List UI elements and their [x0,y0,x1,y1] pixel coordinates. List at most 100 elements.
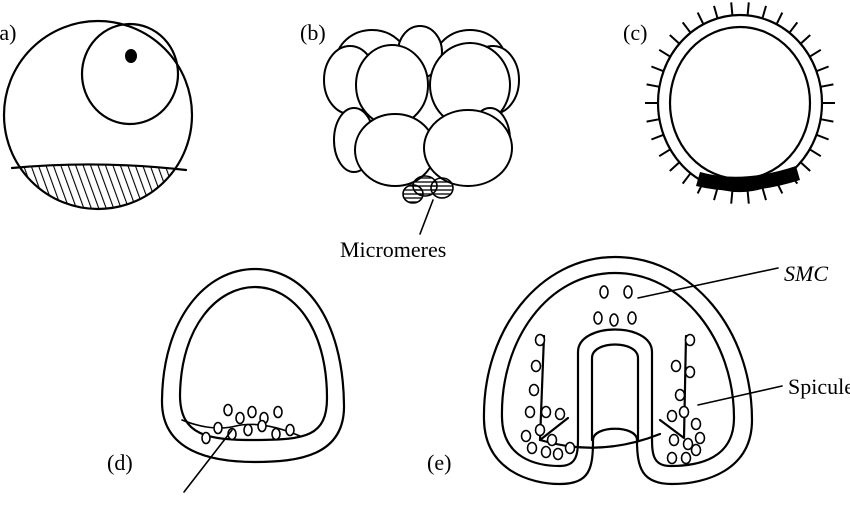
panel-c-blastula: (c) [623,2,835,204]
panel-b-label: (b) [300,20,326,45]
egg-membrane [2,19,194,211]
mesenchyme-cell [552,447,564,461]
mesenchyme-cell [546,433,558,447]
blastocoel-boundary [178,285,329,442]
cilium [646,118,660,123]
mesenchyme-cell [684,333,696,347]
cilium [651,133,664,141]
panel-e-gastrula: (e) SMC Spicule [427,255,850,486]
secondary-mesenchyme-cells [520,285,706,465]
cilium [761,187,767,201]
cilium [809,148,822,158]
cilium [799,34,811,45]
cilium [820,83,834,88]
mesenchyme-cell [564,441,576,455]
mesenchyme-cell [668,433,680,447]
panel-d-mesenchyme-blastula: (d) [107,267,346,493]
cilium [646,83,660,88]
cilium [816,133,829,141]
spicule-right [658,334,688,440]
smc-label: SMC [784,261,828,286]
mesenchyme-cell [666,409,678,423]
smc-cell [623,285,633,299]
cilium [669,161,681,172]
spicule-left [538,334,570,442]
cilium [651,65,664,73]
mesenchyme-pointer-line [183,429,233,493]
cilium [746,190,750,204]
gastrula-outer-wall [482,255,754,486]
smc-cell [593,311,603,325]
smc-cell [599,285,609,299]
mesenchyme-cell [201,431,211,445]
micromere [430,177,454,199]
cilium [788,172,799,185]
mesenchyme-cell [243,423,253,437]
blastocoel-boundary [500,271,736,468]
blastula-outer-wall [656,13,824,193]
mesenchyme-cell [670,359,682,373]
mesenchyme-cell [690,443,702,457]
nucleolus [125,49,137,63]
primary-mesenchyme-cells [201,403,295,445]
cilium [788,21,799,34]
macromere [423,109,513,187]
mesenchyme-cell [530,359,542,373]
macromere [354,113,436,187]
cilium [681,21,692,34]
panel-b-16-cell-embryo: (b) Micromeres [300,20,520,262]
mesenchyme-cell [273,405,283,419]
micromeres-pointer-line [419,199,434,235]
cilium [713,5,719,19]
mesenchyme-cell [235,411,245,425]
mesenchyme-cell [684,365,696,379]
mesenchyme-cell [223,403,233,417]
cilium [681,172,692,185]
cilium [775,181,784,194]
archenteron [590,343,640,442]
blastocoel-boundary [668,25,812,181]
cilium [820,118,834,123]
cilium [696,12,705,25]
mesenchyme-cell [213,421,223,435]
panel-a-egg: (a) [0,19,194,211]
spicule-label: Spicule [788,374,850,399]
cilium [761,5,767,19]
cilium [658,148,671,158]
mesenchyme-cell [540,445,552,459]
panel-a-label: (a) [0,20,16,45]
mesenchyme-cell [680,451,692,465]
cilium [799,161,811,172]
micromeres-label: Micromeres [340,237,446,262]
mesenchyme-cell [682,437,694,451]
mesenchyme-cell [520,429,532,443]
mesenchyme-cell [666,451,678,465]
mesenchyme-cell [247,405,257,419]
smc-pointer-line [637,267,779,299]
cilium [730,190,734,204]
cilium [730,2,734,16]
mesenchyme-cell [528,383,540,397]
cilium [809,48,822,58]
cilium [658,48,671,58]
smc-cell [627,311,637,325]
spicule-left-arm [538,432,662,449]
blastula-outer-wall [160,267,346,464]
cilium [775,12,784,25]
panel-e-label: (e) [427,450,451,475]
cilium [713,187,719,201]
smc-cell [609,313,619,327]
mesenchyme-cell [271,427,281,441]
mesenchyme-cell [257,419,267,433]
vegetal-thickening [181,419,301,437]
vegetal-pole-pigment [4,165,192,209]
pigment-boundary-line [10,163,188,172]
nucleus [80,22,180,126]
cilium [696,181,705,194]
mesenchyme-cell [540,405,552,419]
mesenchyme-cell [554,407,566,421]
mesenchyme-cell [674,388,686,402]
mesenchyme-cell [534,423,546,437]
mesenchyme-cell [524,405,536,419]
